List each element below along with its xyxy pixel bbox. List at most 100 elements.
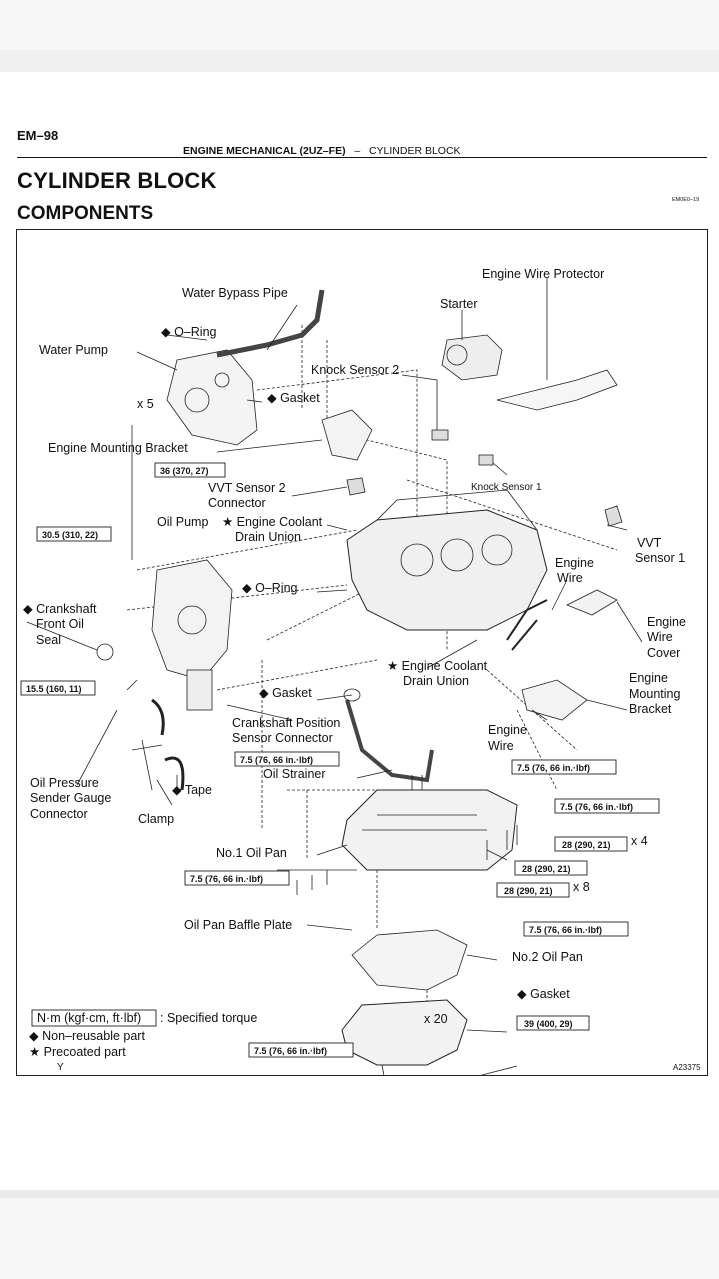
- torque-box-75c: 7.5 (76, 66 in.·lbf): [560, 802, 633, 812]
- oil-pan-baffle-plate-shape: [351, 929, 468, 991]
- coolant-drain-mid-label-2: Drain Union: [403, 674, 469, 688]
- subsection-name: CYLINDER BLOCK: [368, 145, 461, 157]
- engine-wire-protector-shape: [496, 369, 618, 411]
- legend-unit: N·m (kgf·cm, ft·lbf): [37, 1011, 141, 1025]
- torque-box-75a: 7.5 (76, 66 in.·lbf): [240, 755, 313, 765]
- torque-box-30: 30.5 (310, 22): [42, 530, 98, 540]
- legend-unit-box: [31, 1009, 157, 1027]
- top-divider: [0, 50, 719, 72]
- crank-pos-sensor-label: Crankshaft Position: [232, 716, 340, 730]
- page-number: EM–98: [17, 128, 59, 143]
- crankshaft-front-label: ◆ Crankshaft: [23, 602, 97, 616]
- oil-strainer-label: Oil Strainer: [263, 767, 326, 781]
- section-name: ENGINE MECHANICAL (2UZ–FE): [183, 145, 346, 157]
- x5-label: x 5: [137, 397, 154, 411]
- knock-sensor-2-shape: [431, 429, 449, 441]
- engine-wire-mid-label: Engine: [555, 556, 594, 570]
- engine-wire-protector-label: Engine Wire Protector: [482, 267, 604, 281]
- vvt-sensor-2-shape: [346, 477, 366, 496]
- oil-pressure-connector-shape: [151, 698, 165, 736]
- oil-pump-shape: [151, 559, 233, 681]
- o-ring-mid-label: ◆ O–Ring: [242, 581, 298, 595]
- engine-wire-low-label-2: Wire: [488, 739, 514, 753]
- gasket-mid-label: ◆ Gasket: [259, 686, 312, 700]
- exploded-view-diagram: Engine Wire Protector Water Bypass Pipe …: [20, 267, 701, 1075]
- diagram-frame: Engine Wire Protector Water Bypass Pipe …: [16, 229, 708, 1076]
- page-subtitle: COMPONENTS: [17, 203, 154, 224]
- tape-shape: [164, 756, 185, 791]
- torque-box-28c: 28 (290, 21): [504, 886, 553, 896]
- oil-pressure-label: Oil Pressure: [30, 776, 99, 790]
- engine-mounting-bracket-left-label: Engine Mounting Bracket: [48, 441, 188, 455]
- header-rule: [17, 157, 707, 158]
- doc-code: EM0E0–19: [672, 197, 700, 203]
- top-band: [0, 0, 719, 50]
- engine-mounting-bracket-right-label-2: Mounting: [629, 687, 680, 701]
- engine-wire-cover-shape: [566, 589, 618, 616]
- torque-box-75d: 7.5 (76, 66 in.·lbf): [190, 874, 263, 884]
- bottom-band: [0, 1198, 719, 1279]
- leader-lines: [26, 278, 643, 1075]
- starter-shape: [441, 334, 503, 381]
- no1-oil-pan-label: No.1 Oil Pan: [216, 846, 287, 860]
- manual-page: EM–98 ENGINE MECHANICAL (2UZ–FE) – CYLIN…: [0, 72, 719, 1190]
- oil-pressure-label-2: Sender Gauge: [30, 791, 111, 805]
- baffle-plate-label: Oil Pan Baffle Plate: [184, 918, 292, 932]
- engine-wire-mid-shape: [506, 599, 548, 651]
- vvt-sensor-1-shape: [604, 505, 623, 527]
- crank-pos-sensor-label-2: Sensor Connector: [232, 731, 333, 745]
- legend-precoated: ★ Precoated part: [29, 1045, 126, 1059]
- knock-sensor-1-shape: [478, 454, 494, 466]
- legend-y-mark: Y: [57, 1062, 64, 1073]
- page-title: CYLINDER BLOCK: [17, 168, 217, 193]
- clamp-label: Clamp: [138, 812, 174, 826]
- water-bypass-pipe-shape: [216, 289, 325, 358]
- torque-box-39: 39 (400, 29): [524, 1019, 573, 1029]
- engine-wire-low-label: Engine: [488, 723, 527, 737]
- x4-label: x 4: [631, 834, 648, 848]
- coolant-drain-top-label: ★ Engine Coolant: [222, 515, 323, 529]
- knock-sensor-2-label: Knock Sensor 2: [311, 363, 399, 377]
- vvt-sensor-1-label: VVT: [637, 536, 662, 550]
- vvt-sensor-1-label-2: Sensor 1: [635, 551, 685, 565]
- vvt-sensor-2-label-2: Connector: [208, 496, 266, 510]
- bolts-row: [296, 775, 518, 895]
- x8-label: x 8: [573, 880, 590, 894]
- legend-non-reusable: ◆ Non–reusable part: [29, 1029, 145, 1043]
- gasket-low-label: ◆ Gasket: [517, 987, 570, 1001]
- engine-mounting-bracket-left-shape: [321, 409, 373, 461]
- torque-box-75e: 7.5 (76, 66 in.·lbf): [529, 925, 602, 935]
- tape-label: ◆ Tape: [172, 783, 212, 797]
- legend-torque: : Specified torque: [160, 1011, 257, 1025]
- clamp-shape: [131, 739, 163, 791]
- coolant-drain-mid-label: ★ Engine Coolant: [387, 659, 488, 673]
- knock-sensor-1-label: Knock Sensor 1: [471, 482, 542, 493]
- torque-box-28b: 28 (290, 21): [522, 864, 571, 874]
- torque-box-36: 36 (370, 27): [160, 466, 209, 476]
- figure-code: A23375: [673, 1063, 701, 1072]
- crankshaft-front-label-3: Seal: [36, 633, 61, 647]
- engine-wire-cover-label-3: Cover: [647, 646, 680, 660]
- torque-box-75f: 7.5 (76, 66 in.·lbf): [254, 1046, 327, 1056]
- starter-label: Starter: [440, 297, 478, 311]
- coolant-drain-top-label-2: Drain Union: [235, 530, 301, 544]
- water-pump-shape: [166, 349, 258, 446]
- oil-strainer-shape: [345, 699, 434, 783]
- torque-box-28a: 28 (290, 21): [562, 840, 611, 850]
- water-bypass-pipe-label: Water Bypass Pipe: [182, 286, 288, 300]
- engine-mounting-bracket-right-shape: [521, 679, 588, 721]
- torque-box-15: 15.5 (160, 11): [26, 684, 82, 694]
- cylinder-block-shape: [346, 509, 548, 631]
- no2-oil-pan-shape: [341, 999, 468, 1066]
- water-pump-label: Water Pump: [39, 343, 108, 357]
- engine-wire-mid-label-2: Wire: [557, 571, 583, 585]
- engine-mounting-bracket-right-label-3: Bracket: [629, 702, 672, 716]
- vvt-sensor-2-label: VVT Sensor 2: [208, 481, 286, 495]
- engine-wire-cover-label-2: Wire: [647, 630, 673, 644]
- oil-pressure-label-3: Connector: [30, 807, 88, 821]
- running-header: ENGINE MECHANICAL (2UZ–FE) – CYLINDER BL…: [183, 145, 461, 157]
- header-separator: –: [354, 145, 361, 157]
- x20-label: x 20: [424, 1012, 448, 1026]
- no2-oil-pan-label: No.2 Oil Pan: [512, 950, 583, 964]
- oil-pump-label: Oil Pump: [157, 515, 208, 529]
